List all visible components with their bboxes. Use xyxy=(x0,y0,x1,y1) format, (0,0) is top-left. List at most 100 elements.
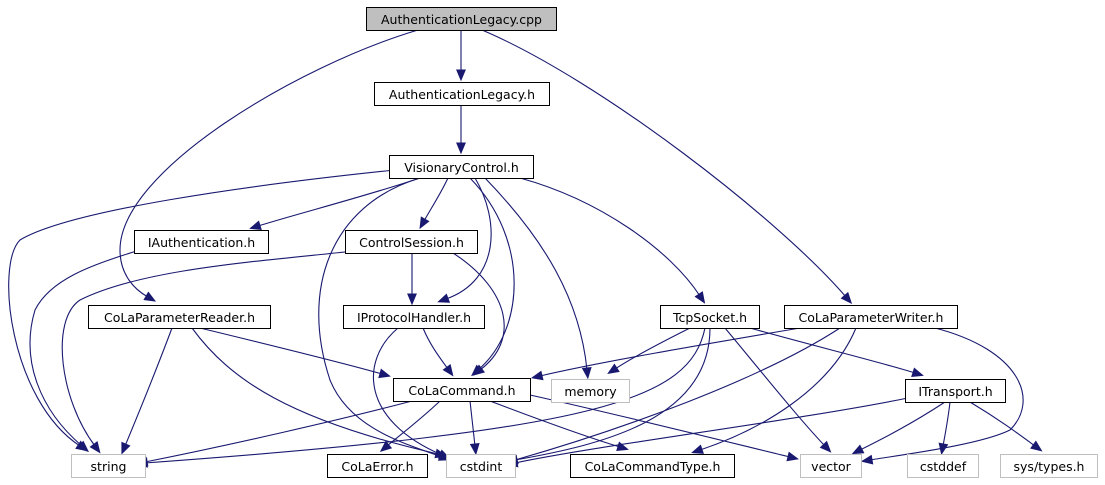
edge-writer-to-colacmd xyxy=(530,327,801,381)
node-label: cstdint xyxy=(460,459,503,474)
edge-colacmd-to-vector xyxy=(529,394,800,462)
arrowhead-icon xyxy=(1030,440,1043,452)
edge-line xyxy=(969,401,1036,447)
arrowhead-icon xyxy=(121,441,131,455)
node-memory: memory xyxy=(551,379,630,403)
edge-writer-to-colacmdtype xyxy=(691,327,857,454)
node-box xyxy=(327,454,428,478)
node-systypes: sys/types.h xyxy=(1000,454,1098,478)
edge-authlegacy_h-to-visionary xyxy=(456,105,466,155)
edge-line xyxy=(199,327,383,375)
edge-ctrlsession-to-colacmd xyxy=(452,252,505,376)
node-label: VisionaryControl.h xyxy=(404,160,519,175)
edge-colacmd-to-cstdint xyxy=(469,400,480,456)
arrowhead-icon xyxy=(691,444,704,454)
node-label: ITransport.h xyxy=(918,384,992,399)
edge-ctrlsession-to-string xyxy=(61,251,346,454)
arrowhead-icon xyxy=(851,444,865,455)
edge-line xyxy=(124,327,173,447)
arrowhead-icon xyxy=(840,291,853,305)
node-reader[interactable]: CoLaParameterReader.h xyxy=(88,305,271,329)
node-box xyxy=(660,305,760,329)
node-ctrlsession[interactable]: ControlSession.h xyxy=(345,230,478,254)
node-box xyxy=(551,379,630,403)
edge-tcpsocket-to-memory xyxy=(607,327,691,375)
node-writer[interactable]: CoLaParameterWriter.h xyxy=(784,305,958,329)
arrowhead-icon xyxy=(472,364,486,376)
edge-line xyxy=(386,400,441,447)
arrowhead-icon xyxy=(938,442,949,456)
edge-colacmd-to-colaerror xyxy=(379,400,441,452)
arrowhead-icon xyxy=(456,69,466,82)
edge-iauth-to-string xyxy=(29,249,141,453)
node-box xyxy=(800,454,862,478)
edge-authlegacy_cpp-to-reader xyxy=(119,29,419,302)
arrowhead-icon xyxy=(249,220,262,230)
node-authlegacy-cpp[interactable]: AuthenticationLegacy.cpp xyxy=(366,7,557,31)
node-box xyxy=(446,454,516,478)
node-label: CoLaError.h xyxy=(341,459,413,474)
edge-tcpsocket-to-itransport xyxy=(749,327,924,377)
edge-line xyxy=(869,327,1024,461)
node-colaerror[interactable]: CoLaError.h xyxy=(327,454,428,478)
edge-reader-to-string xyxy=(121,327,173,455)
node-itransport[interactable]: ITransport.h xyxy=(905,379,1006,403)
edge-visionary-to-ctrlsession xyxy=(419,177,449,230)
arrowhead-icon xyxy=(607,363,620,375)
arrowhead-icon xyxy=(456,142,466,155)
node-cstdint: cstdint xyxy=(446,454,516,478)
edge-line xyxy=(422,327,449,370)
edge-line xyxy=(724,327,826,447)
edges-layer xyxy=(8,29,1043,468)
edge-authlegacy_cpp-to-writer xyxy=(481,29,853,305)
edge-line xyxy=(61,251,346,447)
node-label: CoLaCommandType.h xyxy=(585,459,721,474)
edge-line xyxy=(372,327,443,456)
edge-itransport-to-systypes xyxy=(969,401,1043,452)
edge-line xyxy=(519,177,701,297)
node-authlegacy-h[interactable]: AuthenticationLegacy.h xyxy=(374,82,550,106)
node-box xyxy=(374,82,550,106)
edge-visionary-to-iauth xyxy=(249,177,421,230)
node-label: sys/types.h xyxy=(1014,459,1085,474)
arrowhead-icon xyxy=(530,370,544,381)
node-label: CoLaParameterReader.h xyxy=(104,310,255,325)
edge-line xyxy=(469,177,515,371)
arrowhead-icon xyxy=(379,440,393,452)
node-string: string xyxy=(71,454,146,478)
node-colacmdtype[interactable]: CoLaCommandType.h xyxy=(570,454,735,478)
edge-visionary-to-colacmd xyxy=(469,177,515,377)
arrowhead-icon xyxy=(378,368,391,379)
arrowhead-icon xyxy=(581,366,592,380)
edge-line xyxy=(144,400,413,463)
edge-line xyxy=(423,177,449,222)
edge-line xyxy=(469,400,476,447)
arrowhead-icon xyxy=(469,442,480,456)
edge-line xyxy=(29,249,141,447)
edge-itransport-to-cstddef xyxy=(938,401,951,456)
node-label: AuthenticationLegacy.h xyxy=(389,87,535,102)
node-colacmd[interactable]: CoLaCommand.h xyxy=(393,378,531,402)
node-label: string xyxy=(91,459,127,474)
node-cstddef: cstddef xyxy=(907,454,979,478)
arrowhead-icon xyxy=(911,367,924,377)
node-box xyxy=(88,305,271,329)
edge-line xyxy=(452,252,505,371)
edge-line xyxy=(484,177,588,371)
node-iauth[interactable]: IAuthentication.h xyxy=(134,230,269,254)
edge-line xyxy=(614,327,691,370)
node-box xyxy=(393,378,531,402)
node-tcpsocket[interactable]: TcpSocket.h xyxy=(660,305,760,329)
edge-visionary-to-tcpsocket xyxy=(519,177,706,304)
edge-reader-to-colacmd xyxy=(199,327,391,379)
arrowhead-icon xyxy=(143,291,157,302)
node-visionary[interactable]: VisionaryControl.h xyxy=(389,155,534,179)
node-label: IProtocolHandler.h xyxy=(357,310,471,325)
node-box xyxy=(1000,454,1098,478)
edge-line xyxy=(318,177,443,458)
node-label: IAuthentication.h xyxy=(148,235,255,250)
edge-itransport-to-vector xyxy=(851,401,946,455)
node-iproto[interactable]: IProtocolHandler.h xyxy=(343,305,485,329)
node-label: vector xyxy=(811,459,852,474)
edge-line xyxy=(144,327,706,464)
